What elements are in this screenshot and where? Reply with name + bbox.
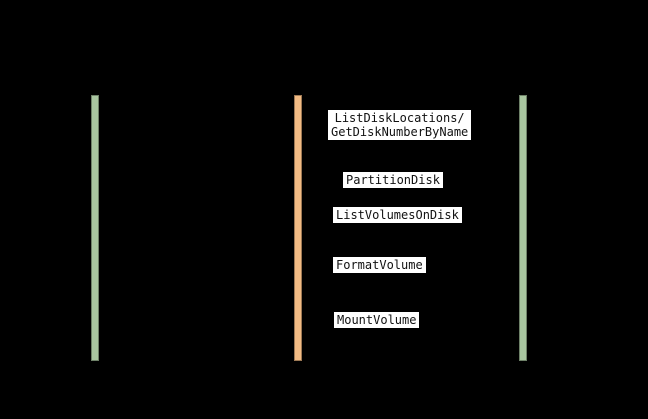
lifeline-activation-right — [519, 95, 527, 361]
lifeline-activation-middle — [294, 95, 302, 361]
message-label-listvolumesondisk: ListVolumesOnDisk — [333, 207, 462, 223]
message-label-formatvolume: FormatVolume — [333, 257, 426, 273]
message-label-mountvolume: MountVolume — [334, 312, 420, 328]
lifeline-activation-left — [91, 95, 99, 361]
message-label-listdisklocations: ListDiskLocations/ GetDiskNumberByName — [328, 110, 472, 140]
message-label-partitiondisk: PartitionDisk — [343, 172, 443, 188]
